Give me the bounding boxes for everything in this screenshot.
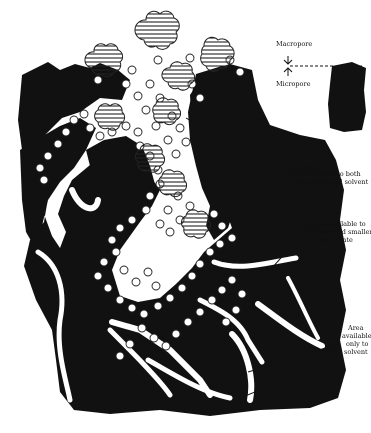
label-smaller-line2: solvent and smaller — [308, 228, 371, 236]
label-smaller-line3: adsorbate — [320, 236, 353, 244]
label-both-line2: adsorbates and solvent — [292, 178, 369, 186]
label-only-line4: solvent — [344, 348, 368, 356]
label-only-line3: only to — [346, 340, 369, 348]
label-only-line1: Area — [347, 324, 364, 332]
detached-solid-fragment — [328, 62, 366, 132]
label-only-line2: available — [342, 332, 371, 340]
label-both-line1: Area available to both — [287, 170, 361, 178]
micropore-label: Micropore — [276, 80, 311, 88]
label-smaller-line1: Area available to — [309, 220, 366, 228]
macropore-label: Macropore — [276, 40, 312, 48]
